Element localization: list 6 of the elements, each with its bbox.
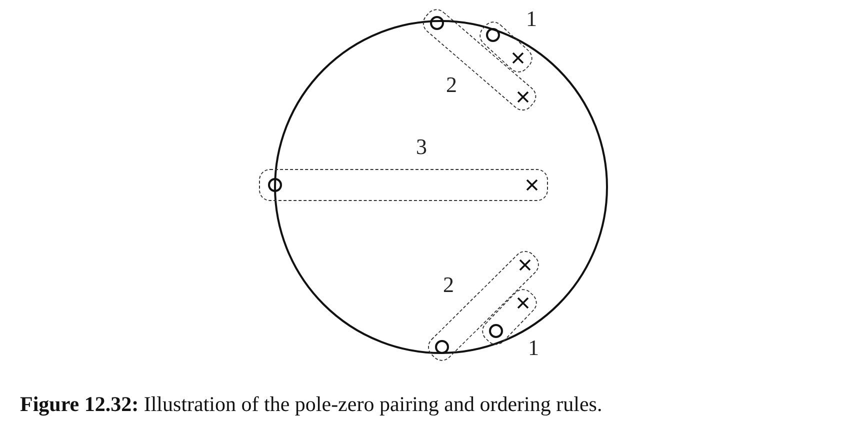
- group-number: 2: [446, 74, 457, 96]
- group-number: 3: [416, 136, 427, 158]
- group-number: 2: [443, 274, 454, 296]
- figure-caption: Figure 12.32: Illustration of the pole-zero pairing and ordering rules.: [20, 392, 602, 417]
- group-number: 1: [526, 8, 537, 30]
- group-number: 1: [528, 337, 539, 359]
